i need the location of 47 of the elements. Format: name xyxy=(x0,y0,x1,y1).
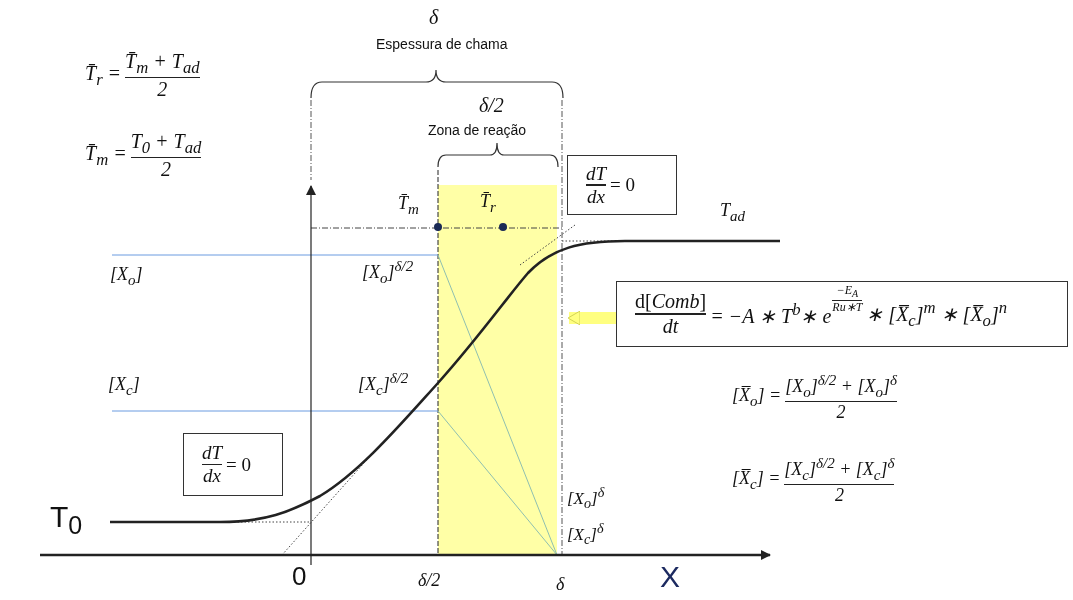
fraction-denominator: 2 xyxy=(836,402,846,423)
concentration-label: [X$_{o}$]$^{δ/2}$ xyxy=(362,258,414,287)
concentration-label: [X$_{o}$] xyxy=(110,264,143,289)
fraction-numerator: [X$_{o}$]$^{δ/2}$ + [X$_{o}$]$^{δ}$ xyxy=(785,372,897,401)
tick-label: δ xyxy=(556,574,565,595)
tick-label: δ/2 xyxy=(418,570,441,591)
fraction-denominator: dx xyxy=(587,185,605,208)
fraction-denominator: dx xyxy=(203,465,221,487)
concentration-label: [X$_{c}$]$^{δ/2}$ xyxy=(358,370,409,399)
exponent-denominator: Ru∗T xyxy=(832,301,863,315)
formula-term: T̄$_{r}$ = xyxy=(85,62,122,90)
equation-box xyxy=(616,281,1068,347)
formula-term: ∗ [X̅$_{c}$]$^{m}$ ∗ [X̅$_{o}$]$^{n}$ xyxy=(866,298,1008,330)
fraction-denominator: 2 xyxy=(157,78,168,102)
curve-label: T$_{ad}$ xyxy=(720,200,745,225)
block-arrow xyxy=(567,310,616,326)
fraction-numerator: d[Comb] xyxy=(635,290,707,314)
fraction-denominator: 2 xyxy=(161,158,171,182)
exponent-numerator: −E$_{A}$ xyxy=(836,284,859,300)
formula-term: = −A ∗ T$^{b}$∗ e xyxy=(710,300,832,328)
equation-box xyxy=(183,433,283,496)
annotation-text: Espessura de chama xyxy=(376,36,508,53)
fraction-numerator: dT xyxy=(586,162,607,185)
formula-term: = 0 xyxy=(610,174,636,196)
delta-symbol: δ xyxy=(429,6,439,29)
equation-box xyxy=(567,155,677,215)
concentration-label: [X$_{c}$]$^{δ}$ xyxy=(567,520,604,548)
tick-label: 0 xyxy=(292,562,307,592)
formula-term: = 0 xyxy=(226,453,252,476)
fraction-numerator: T̄$_{m}$ + T$_{ad}$ xyxy=(125,50,200,78)
concentration-label: [X$_{c}$] xyxy=(108,374,140,399)
point-label: T̄$_{m}$ xyxy=(398,193,419,218)
formula-term: δ/2 xyxy=(479,94,504,117)
point-label: T̄$_{r}$ xyxy=(480,191,496,216)
curve-label: T$_{0}$ xyxy=(50,500,83,540)
axis-label: X xyxy=(660,560,680,595)
annotation-text: Zona de reação xyxy=(428,122,527,139)
fraction-numerator: [X$_{c}$]$^{δ/2}$ + [X$_{c}$]$^{δ}$ xyxy=(784,455,895,484)
fraction-numerator: T$_{0}$ + T$_{ad}$ xyxy=(130,130,202,158)
fraction-denominator: dt xyxy=(662,314,679,338)
concentration-label: [X$_{o}$]$^{δ}$ xyxy=(567,484,605,512)
formula-term: [X̅$_{o}$] = xyxy=(732,385,782,410)
formula-term: T̄$_{m}$ = xyxy=(85,142,127,170)
fraction-numerator: dT xyxy=(202,442,223,464)
formula-term: [X̅$_{c}$] = xyxy=(732,468,781,493)
fraction-denominator: 2 xyxy=(834,485,844,506)
reaction-zone-band xyxy=(438,185,557,555)
